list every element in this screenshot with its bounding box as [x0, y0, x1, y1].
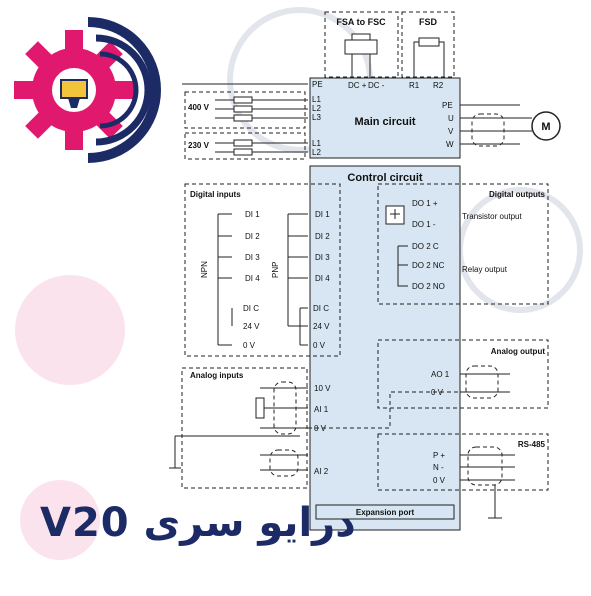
expansion-port — [315, 504, 455, 520]
page-title: درایو سری V20 — [40, 500, 356, 546]
analog-output-label: Analog output — [491, 347, 546, 356]
ai-wires — [169, 387, 308, 471]
fsd-label: FSD — [419, 17, 438, 27]
supply-230v-label: 230 V — [188, 141, 210, 150]
ao-terminal: AO 1 — [431, 370, 450, 379]
di-pnp-label: DI C — [313, 304, 329, 313]
motor-cable-shield — [471, 113, 505, 147]
di-pnp-label: DI 3 — [315, 253, 330, 262]
pnp-switches — [287, 213, 308, 346]
analog-output-box — [377, 339, 549, 409]
output-terminal: W — [446, 140, 454, 149]
npn-label: NPN — [200, 261, 209, 278]
analog-inputs-label: Analog inputs — [190, 371, 244, 380]
supply-230v-box — [184, 132, 306, 160]
di-npn-label: DI C — [243, 304, 259, 313]
rs485-box — [377, 433, 549, 491]
potentiometer — [255, 397, 265, 419]
ai-terminal: 10 V — [314, 384, 331, 393]
ai-terminal: AI 2 — [314, 467, 329, 476]
do-terminal: DO 1 + — [412, 199, 438, 208]
ai2-cable-shield — [269, 449, 299, 477]
main-circuit-panel — [309, 77, 461, 159]
control-circuit-label: Control circuit — [347, 172, 423, 184]
dc-minus-terminal: DC - — [368, 81, 385, 90]
ground-link — [308, 391, 460, 429]
gear-logo-icon — [14, 17, 161, 163]
fsd-box — [401, 11, 455, 78]
di-npn-label: DI 1 — [245, 210, 260, 219]
di-npn-label: DI 2 — [245, 232, 260, 241]
do-terminal: DO 2 C — [412, 242, 439, 251]
digital-outputs-label: Digital outputs — [489, 190, 546, 199]
rs485-terminal: N - — [433, 463, 444, 472]
control-circuit-panel — [309, 165, 461, 531]
dc-plus-terminal: DC + — [348, 81, 367, 90]
supply-400v-label: 400 V — [188, 103, 210, 112]
fsd-resistor — [418, 37, 440, 47]
r1-terminal: R1 — [409, 81, 420, 90]
digital-inputs-label: Digital inputs — [190, 190, 241, 199]
di-pnp-label: 24 V — [313, 322, 330, 331]
fsa-to-fsc-box — [324, 11, 399, 78]
digital-inputs-box — [184, 183, 341, 357]
ai1-cable-shield — [273, 381, 297, 435]
ao-terminal: 0 V — [431, 388, 444, 397]
input-terminal: PE — [312, 80, 323, 89]
motor-icon — [531, 111, 561, 141]
watermark — [15, 7, 583, 560]
di-npn-label: 0 V — [243, 341, 256, 350]
npn-switches — [217, 213, 233, 346]
input-terminal: L1 — [312, 139, 321, 148]
pnp-label: PNP — [271, 262, 280, 278]
supply-wires — [182, 83, 308, 153]
di-npn-label: DI 3 — [245, 253, 260, 262]
input-terminal: L2 — [312, 104, 321, 113]
motor-label: M — [541, 121, 550, 133]
di-pnp-label: 0 V — [313, 341, 326, 350]
output-terminal: U — [448, 114, 454, 123]
expansion-port-label: Expansion port — [356, 508, 415, 517]
do-terminal: DO 2 NO — [412, 282, 445, 291]
output-terminal: PE — [442, 101, 453, 110]
di-pnp-label: DI 4 — [315, 274, 330, 283]
transistor-output-label: Transistor output — [462, 212, 523, 221]
supply-400v-box — [184, 91, 306, 129]
ai-terminal: 0 V — [314, 424, 327, 433]
do-terminal: DO 1 - — [412, 220, 436, 229]
rs485-terminal: P + — [433, 451, 445, 460]
rs485-cable-shield — [467, 446, 503, 486]
di-npn-label: 24 V — [243, 322, 260, 331]
rs485-label: RS-485 — [518, 440, 546, 449]
braking-module — [344, 39, 378, 55]
input-terminal: L2 — [312, 148, 321, 157]
do-terminal: DO 2 NC — [412, 261, 445, 270]
braking-resistor — [351, 33, 371, 41]
di-npn-label: DI 4 — [245, 274, 260, 283]
ao-cable-shield — [465, 365, 499, 399]
relay-output-label: Relay output — [462, 265, 508, 274]
di-pnp-label: DI 2 — [315, 232, 330, 241]
digital-outputs-box — [377, 183, 549, 305]
di-pnp-label: DI 1 — [315, 210, 330, 219]
ai-terminal: AI 1 — [314, 405, 329, 414]
r2-terminal: R2 — [433, 81, 444, 90]
motor-wires — [460, 104, 532, 145]
output-terminal: V — [448, 127, 454, 136]
main-circuit-label: Main circuit — [354, 116, 415, 128]
input-terminal: L1 — [312, 95, 321, 104]
fsa-to-fsc-label: FSA to FSC — [336, 17, 386, 27]
fuses — [233, 96, 253, 156]
rs485-terminal: 0 V — [433, 476, 446, 485]
input-terminal: L3 — [312, 113, 321, 122]
